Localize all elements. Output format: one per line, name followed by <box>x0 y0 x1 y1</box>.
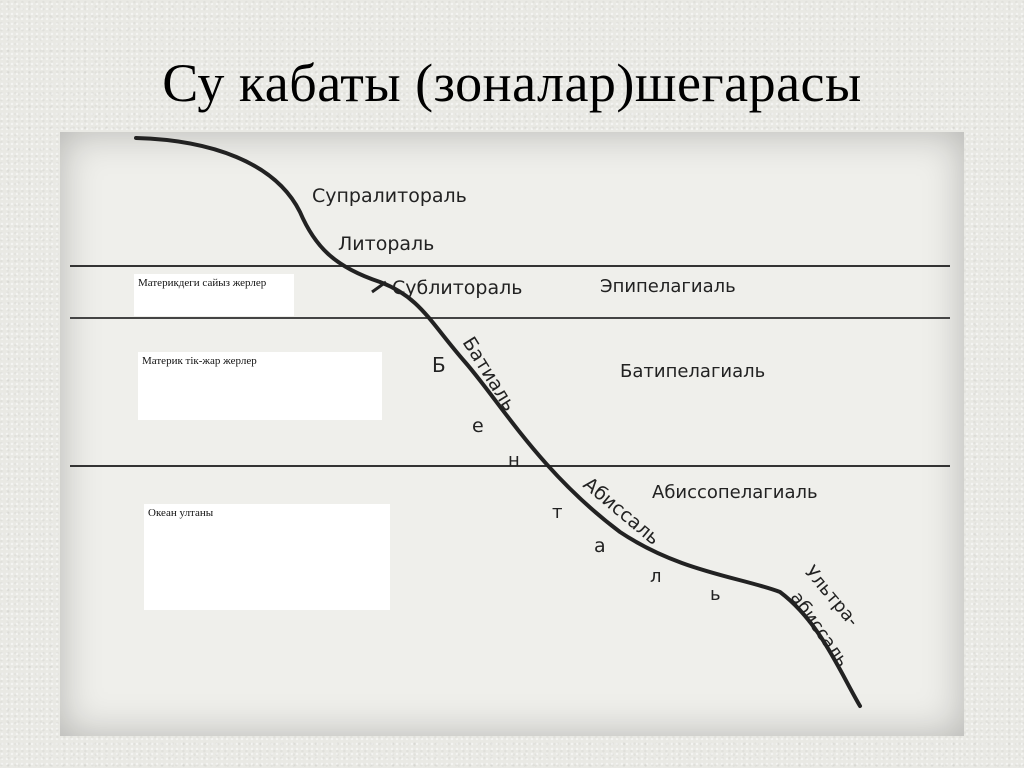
shelf-label-box: Материкдеги сайыз жерлер <box>134 274 294 316</box>
label-sublittoral: Сублитораль <box>392 277 522 299</box>
seabed-profile <box>134 136 862 708</box>
label-epipelagial: Эпипелагиаль <box>600 276 736 297</box>
benthal-letter: а <box>594 535 606 557</box>
label-bathypelagial: Батипелагиаль <box>620 361 765 382</box>
benthal-letter: ь <box>710 584 721 605</box>
zone-diagram: Супралитораль Литораль Сублитораль Эпипе… <box>70 136 950 708</box>
sublittoral-arrow <box>371 280 387 294</box>
label-supralittoral: Супралитораль <box>312 185 467 207</box>
label-littoral: Литораль <box>338 233 434 255</box>
benthal-letter: Б <box>432 353 446 377</box>
label-bathyal: Батиаль <box>458 333 521 415</box>
diagram-image: Супралитораль Литораль Сублитораль Эпипе… <box>60 132 964 736</box>
slide-title: Су кабаты (зоналар)шегарасы <box>162 53 862 113</box>
benthal-letter: е <box>472 415 484 437</box>
benthal-letter: н <box>508 450 520 471</box>
slope-label-box: Материк тік-жар жерлер <box>138 352 382 420</box>
benthal-letter: л <box>650 566 662 587</box>
label-abyssopelagial: Абиссопелагиаль <box>652 482 818 503</box>
benthal-letter: т <box>552 502 563 523</box>
floor-label-box: Океан ултаны <box>144 504 390 610</box>
